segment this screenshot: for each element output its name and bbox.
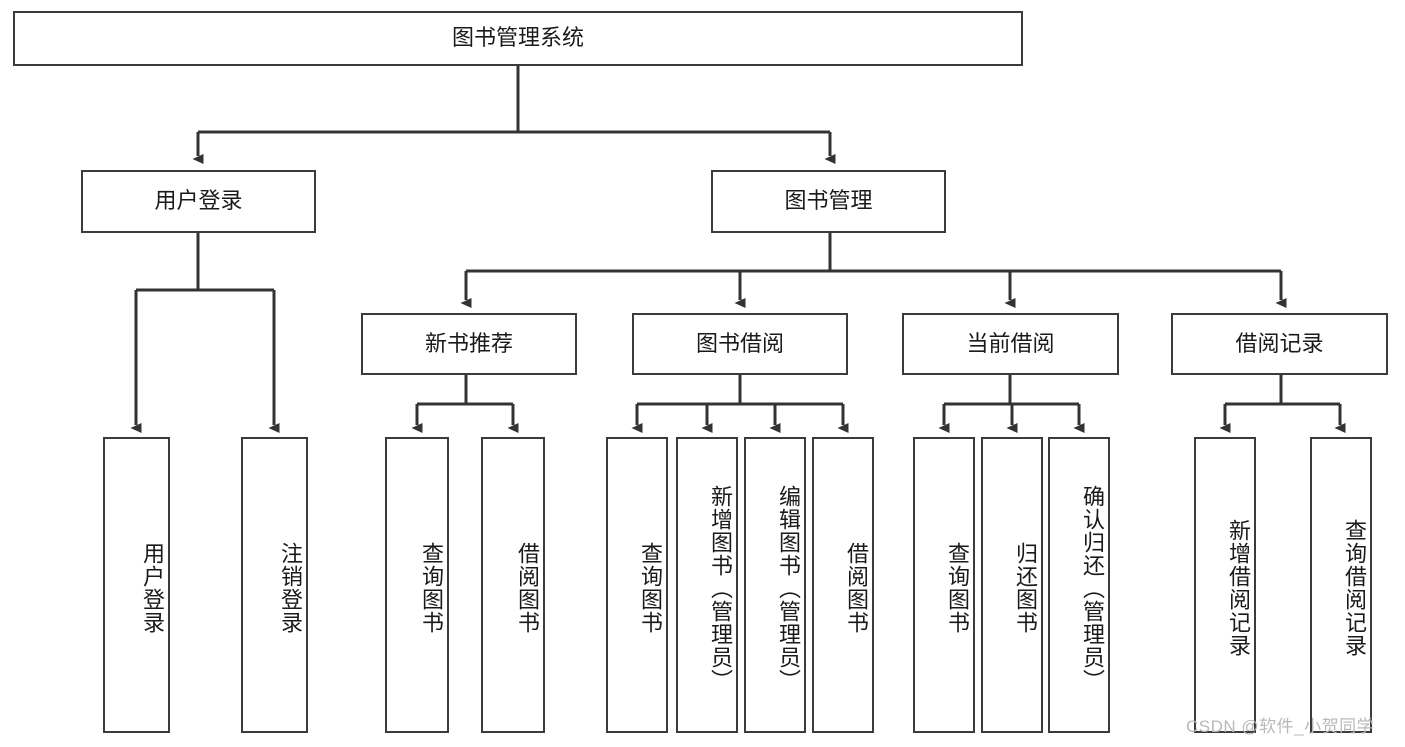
leaf-borrow-record-add-record[interactable]: 新增借阅记录	[1194, 437, 1256, 733]
node-label: 图书借阅	[695, 330, 784, 356]
node-label: 用户登录	[154, 188, 243, 214]
leaf-new-book-query-book[interactable]: 查询图书	[385, 437, 449, 733]
node-label: 查询图书	[638, 542, 663, 634]
node-label: 归还图书	[1013, 542, 1038, 634]
leaf-current-borrow-confirm-return-admin[interactable]: 确认归还（管理员）	[1048, 437, 1110, 733]
leaf-current-borrow-query-book[interactable]: 查询图书	[913, 437, 975, 733]
node-label: 查询图书	[419, 542, 444, 634]
node-label: 新书推荐	[424, 330, 513, 356]
watermark: CSDN @软件_小贺同学	[1186, 717, 1375, 736]
node-label: 当前借阅	[966, 330, 1055, 356]
node-label: 图书管理	[784, 188, 873, 214]
node-label: 借阅图书	[844, 542, 869, 634]
leaf-new-book-borrow-book[interactable]: 借阅图书	[481, 437, 545, 733]
leaf-borrow-record-query-record[interactable]: 查询借阅记录	[1310, 437, 1372, 733]
leaf-book-borrow-query-book[interactable]: 查询图书	[606, 437, 668, 733]
node-label: 图书管理系统	[451, 25, 584, 51]
node-label: 查询图书	[945, 542, 970, 634]
node-label: 确认归还（管理员）	[1080, 484, 1105, 692]
leaf-book-borrow-borrow-book[interactable]: 借阅图书	[812, 437, 874, 733]
node-user-login[interactable]: 用户登录	[81, 170, 316, 233]
node-label: 编辑图书（管理员）	[776, 484, 801, 692]
node-label: 新增借阅记录	[1226, 519, 1251, 657]
leaf-user-login-logout[interactable]: 注销登录	[241, 437, 308, 733]
node-label: 借阅记录	[1235, 330, 1324, 356]
node-book-management[interactable]: 图书管理	[711, 170, 946, 233]
node-new-book-recommend[interactable]: 新书推荐	[361, 313, 577, 375]
node-borrow-record[interactable]: 借阅记录	[1171, 313, 1388, 375]
node-root-book-management-system[interactable]: 图书管理系统	[13, 11, 1023, 66]
node-label: 借阅图书	[515, 542, 540, 634]
node-book-borrow[interactable]: 图书借阅	[632, 313, 848, 375]
node-label: 查询借阅记录	[1342, 519, 1367, 657]
node-label: 注销登录	[278, 542, 303, 634]
node-label: 用户登录	[140, 542, 165, 634]
node-current-borrow[interactable]: 当前借阅	[902, 313, 1119, 375]
leaf-user-login-login[interactable]: 用户登录	[103, 437, 170, 733]
node-label: 新增图书（管理员）	[708, 484, 733, 692]
leaf-book-borrow-edit-book-admin[interactable]: 编辑图书（管理员）	[744, 437, 806, 733]
leaf-current-borrow-return-book[interactable]: 归还图书	[981, 437, 1043, 733]
leaf-book-borrow-add-book-admin[interactable]: 新增图书（管理员）	[676, 437, 738, 733]
